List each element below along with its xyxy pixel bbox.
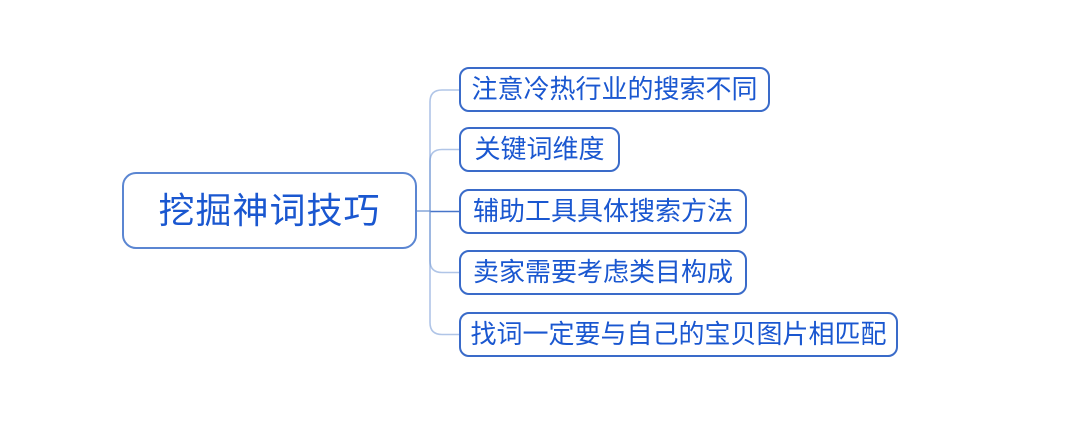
root-node-label: 挖掘神词技巧 <box>158 190 381 231</box>
connector-child-2 <box>429 148 459 211</box>
child-node-5-label: 找词一定要与自己的宝贝图片相匹配 <box>470 319 887 349</box>
child-node-3[interactable]: 辅助工具具体搜索方法 <box>459 189 747 234</box>
connector-child-5 <box>429 211 459 336</box>
child-node-3-label: 辅助工具具体搜索方法 <box>472 196 733 226</box>
child-node-4-label: 卖家需要考虑类目构成 <box>472 257 733 287</box>
child-node-1-label: 注意冷热行业的搜索不同 <box>471 74 758 104</box>
child-node-2[interactable]: 关键词维度 <box>459 127 620 172</box>
root-node[interactable]: 挖掘神词技巧 <box>122 172 417 249</box>
child-node-4[interactable]: 卖家需要考虑类目构成 <box>459 250 747 295</box>
connector-child-4 <box>429 211 459 274</box>
connector-child-1 <box>429 89 459 211</box>
child-node-1[interactable]: 注意冷热行业的搜索不同 <box>459 67 770 112</box>
child-node-2-label: 关键词维度 <box>474 134 605 164</box>
child-node-5[interactable]: 找词一定要与自己的宝贝图片相匹配 <box>459 312 898 357</box>
